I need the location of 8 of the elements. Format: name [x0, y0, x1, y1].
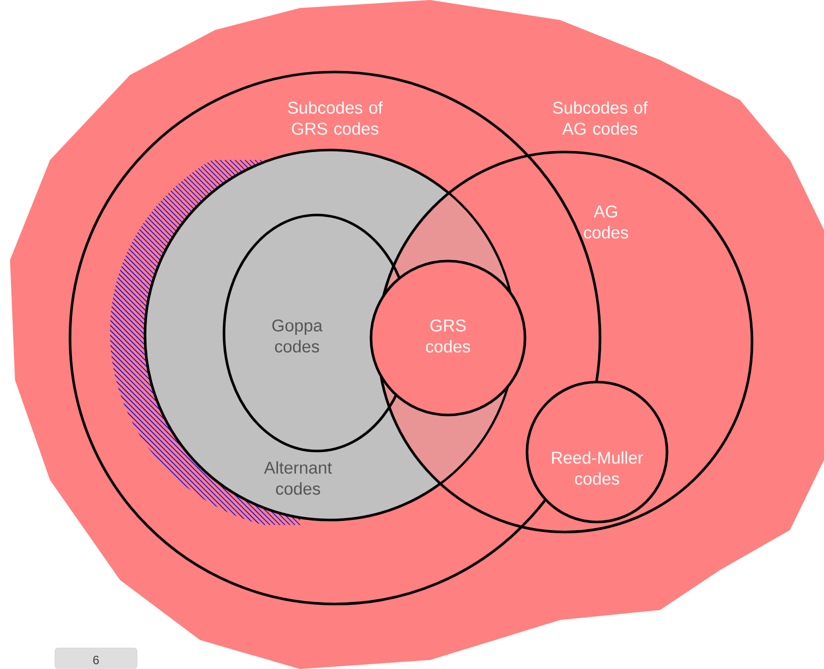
set-label: AG codes — [584, 205, 628, 239]
set-label: Alternant codes — [264, 461, 332, 495]
set-label: GRS codes — [426, 319, 470, 353]
set-label: Reed-Muller codes — [552, 451, 643, 485]
set-label: Subcodes of AG codes — [553, 101, 648, 135]
page-number-button: 6 — [54, 648, 138, 669]
set-label: Goppa codes — [272, 319, 323, 353]
set-label: Subcodes of GRS codes — [288, 101, 383, 135]
